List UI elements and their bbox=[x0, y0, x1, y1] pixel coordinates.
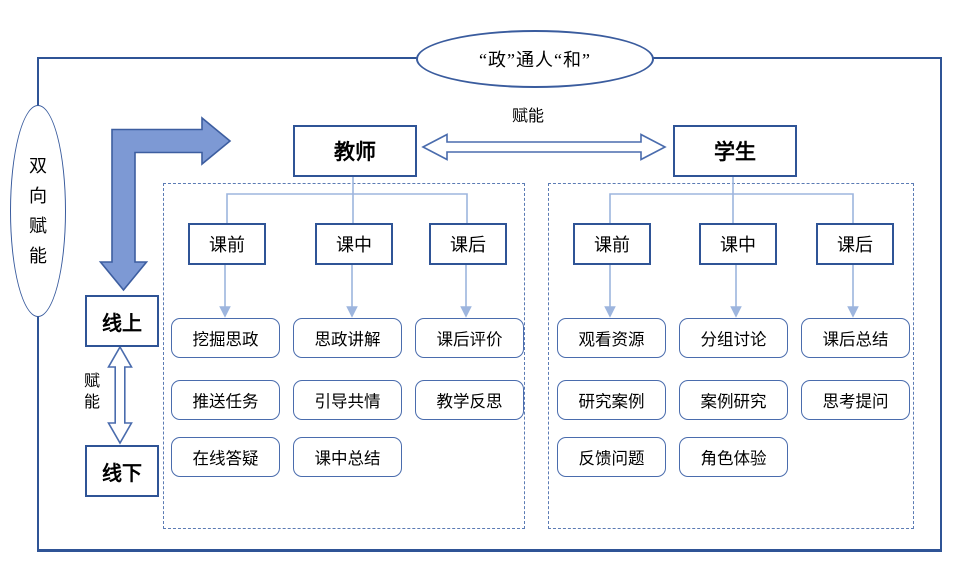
student-item: 角色体验 bbox=[679, 437, 788, 477]
empower-vertical-arrow-icon bbox=[107, 345, 133, 445]
bidirectional-empowerment-ellipse: 双 向 赋 能 bbox=[10, 105, 66, 317]
student-phase-mid: 课中 bbox=[699, 223, 777, 265]
empower-left-char: 赋 bbox=[83, 373, 100, 390]
left-ellipse-char: 赋 bbox=[29, 216, 47, 236]
teacher-box: 教师 bbox=[293, 125, 417, 177]
student-phase-post: 课后 bbox=[816, 223, 894, 265]
student-tree-connector bbox=[609, 172, 854, 225]
student-phase-pre: 课前 bbox=[573, 223, 651, 265]
teacher-item: 在线答疑 bbox=[171, 437, 280, 477]
thick-elbow-arrow-icon bbox=[98, 116, 232, 292]
student-activities-panel bbox=[548, 183, 914, 529]
teacher-item: 引导共情 bbox=[293, 380, 402, 420]
top-theme-ellipse: “政”通人“和” bbox=[416, 30, 654, 88]
teacher-item: 挖掘思政 bbox=[171, 318, 280, 358]
offline-box: 线下 bbox=[85, 445, 159, 497]
phase-down-arrows bbox=[219, 261, 859, 318]
teacher-phase-post: 课后 bbox=[429, 223, 507, 265]
student-item: 观看资源 bbox=[557, 318, 666, 358]
student-item: 思考提问 bbox=[801, 380, 910, 420]
teacher-item: 思政讲解 bbox=[293, 318, 402, 358]
empower-left-char: 能 bbox=[83, 394, 100, 411]
teacher-phase-mid: 课中 bbox=[315, 223, 393, 265]
student-item: 研究案例 bbox=[557, 380, 666, 420]
left-ellipse-char: 双 bbox=[29, 156, 47, 176]
empower-label-left: 赋 能 bbox=[78, 371, 106, 413]
student-item: 案例研究 bbox=[679, 380, 788, 420]
student-box: 学生 bbox=[673, 125, 797, 177]
teacher-tree-connector bbox=[226, 172, 468, 225]
teacher-item: 课后评价 bbox=[415, 318, 524, 358]
teacher-item: 推送任务 bbox=[171, 380, 280, 420]
left-ellipse-char: 向 bbox=[29, 186, 47, 206]
student-item: 分组讨论 bbox=[679, 318, 788, 358]
empower-horizontal-arrow-icon bbox=[421, 133, 667, 161]
teacher-phase-pre: 课前 bbox=[188, 223, 266, 265]
teacher-activities-panel bbox=[163, 183, 525, 529]
teacher-item: 课中总结 bbox=[293, 437, 402, 477]
top-theme-label: “政”通人“和” bbox=[479, 50, 591, 70]
teacher-item: 教学反思 bbox=[415, 380, 524, 420]
empower-label-top: 赋能 bbox=[511, 108, 544, 125]
online-box: 线上 bbox=[85, 295, 159, 347]
student-item: 反馈问题 bbox=[557, 437, 666, 477]
left-ellipse-char: 能 bbox=[29, 246, 47, 266]
student-item: 课后总结 bbox=[801, 318, 910, 358]
